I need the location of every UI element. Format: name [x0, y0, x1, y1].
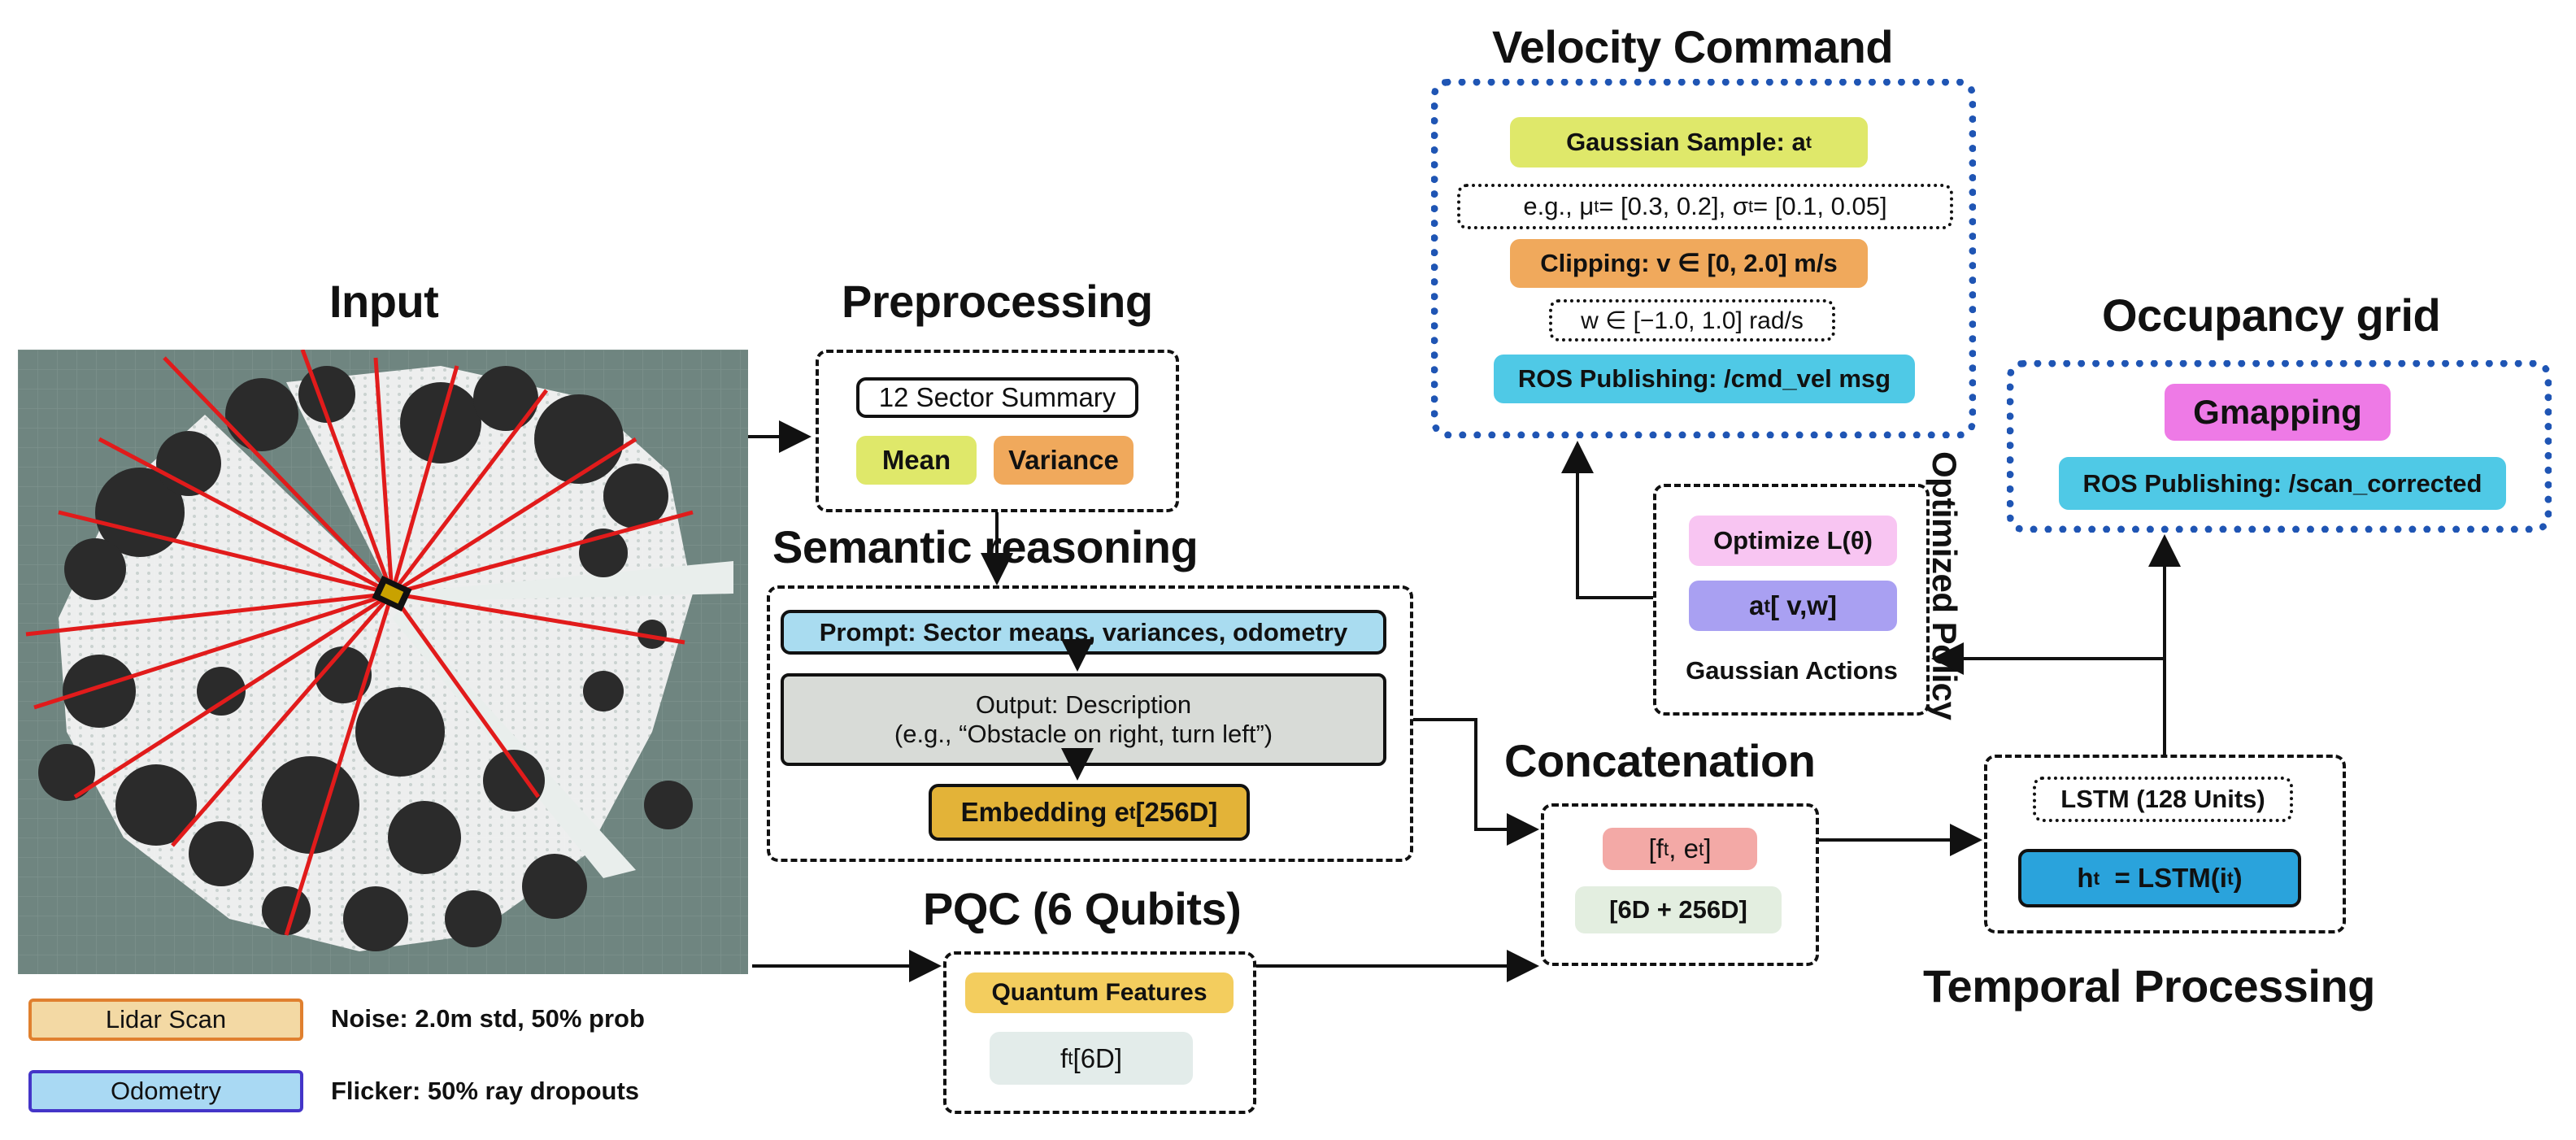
variance-pill: Variance: [994, 436, 1134, 485]
semantic-reasoning-box: Prompt: Sector means, variances, odometr…: [767, 585, 1413, 862]
gaussian-actions-label: Gaussian Actions: [1686, 656, 1898, 685]
sample-subscript: t: [1805, 132, 1812, 152]
semantic-reasoning-title: Semantic reasoning: [772, 521, 1199, 572]
lidar-scan-image: [18, 349, 748, 974]
semantic-output-box: Output: Description (e.g., “Obstacle on …: [781, 673, 1386, 766]
concat-e: , e: [1669, 833, 1699, 864]
omega-range-pill: w ∈ [−1.0, 1.0] rad/s: [1549, 299, 1835, 342]
occupancy-grid-box: Gmapping ROS Publishing: /scan_corrected: [2007, 360, 2552, 533]
output-line-2: (e.g., “Obstacle on right, turn left”): [894, 720, 1273, 748]
ft-subscript: t: [1068, 1047, 1073, 1068]
ht-close: ): [2233, 863, 2243, 893]
embedding-subscript: t: [1129, 801, 1136, 823]
example-mu: e.g., μ: [1523, 192, 1595, 220]
ht-subscript-2: t: [2226, 867, 2234, 889]
preprocessing-title: Preprocessing: [842, 276, 1153, 327]
cmd-vel-pill: ROS Publishing: /cmd_vel msg: [1494, 355, 1915, 403]
sector-summary-pill: 12 Sector Summary: [856, 377, 1138, 418]
optimized-policy-title: Optimized Policy: [1925, 451, 1964, 720]
action-subscript: t: [1764, 594, 1771, 616]
preprocessing-box: 12 Sector Summary Mean Variance: [816, 350, 1179, 512]
ft-label: f: [1060, 1042, 1068, 1073]
concat-dims-pill: [6D + 256D]: [1575, 886, 1782, 933]
action-vw: [ v,w]: [1770, 590, 1837, 620]
velocity-command-title: Velocity Command: [1492, 21, 1894, 72]
concatenation-title: Concatenation: [1504, 735, 1816, 786]
pqc-title: PQC (6 Qubits): [923, 883, 1242, 934]
ht-label: h: [2077, 863, 2094, 893]
ft-dim: [6D]: [1073, 1042, 1123, 1073]
noise-note: Noise: 2.0m std, 50% prob: [331, 1004, 645, 1033]
quantum-features-pill: Quantum Features: [965, 972, 1234, 1013]
ht-equation: = LSTM(i: [2100, 863, 2227, 893]
concat-close: ]: [1704, 833, 1712, 864]
scan-corrected-pill: ROS Publishing: /scan_corrected: [2059, 457, 2506, 510]
legend-lidar-scan: Lidar Scan: [28, 999, 303, 1041]
gmapping-pill: Gmapping: [2165, 384, 2391, 441]
example-values: = [0.1, 0.05]: [1752, 192, 1887, 220]
ht-subscript: t: [2093, 867, 2100, 889]
example-sub2: t: [1747, 196, 1753, 216]
mean-pill: Mean: [856, 436, 977, 485]
sample-label: Gaussian Sample: a: [1566, 128, 1806, 156]
prompt-pill: Prompt: Sector means, variances, odometr…: [781, 610, 1386, 655]
concat-f: [f: [1648, 833, 1664, 864]
input-title: Input: [329, 276, 439, 327]
embedding-label: Embedding e: [960, 797, 1129, 827]
action-label: a: [1749, 590, 1764, 620]
clipping-pill: Clipping: v ∈ [0, 2.0] m/s: [1510, 239, 1868, 288]
flicker-note: Flicker: 50% ray dropouts: [331, 1077, 640, 1105]
arrow-policy-velocity: [1561, 441, 1653, 599]
output-line-1: Output: Description: [975, 690, 1192, 719]
concat-sub2: t: [1698, 838, 1704, 859]
lidar-scene-svg: [18, 349, 748, 974]
example-sub1: t: [1594, 196, 1599, 216]
example-sigma: = [0.3, 0.2], σ: [1599, 192, 1748, 220]
temporal-processing-title: Temporal Processing: [1923, 960, 2375, 1012]
legend-odometry: Odometry: [28, 1070, 303, 1112]
occupancy-grid-title: Occupancy grid: [2102, 289, 2441, 341]
optimize-loss-pill: Optimize L(θ): [1689, 516, 1897, 566]
embedding-dim: [256D]: [1135, 797, 1218, 827]
lstm-pill: LSTM (128 Units): [2033, 777, 2293, 822]
concat-sub1: t: [1663, 838, 1669, 859]
